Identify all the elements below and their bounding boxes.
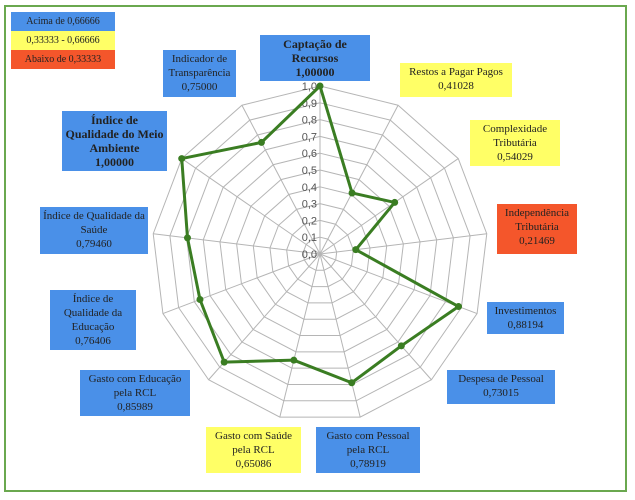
axis-spoke	[319, 158, 459, 255]
legend-item-middle: 0,33333 - 0,66666	[11, 31, 115, 50]
axis-spoke	[319, 105, 399, 255]
data-point	[391, 198, 399, 206]
data-point	[352, 246, 360, 254]
category-value: 0,54029	[497, 151, 533, 163]
category-name: Captação de Recursos	[283, 37, 347, 65]
data-point	[348, 189, 356, 197]
grid-ring	[302, 236, 338, 271]
data-point	[455, 303, 463, 311]
category-name: Despesa de Pessoal	[458, 373, 544, 385]
category-value: 0,41028	[438, 80, 474, 92]
category-value: 0,75000	[181, 81, 218, 93]
grid-ring	[252, 186, 388, 320]
category-label: Índice de Qualidade da Educação 0,76406	[50, 290, 136, 350]
grid-ring	[219, 152, 421, 353]
category-label: Investimentos 0,88194	[487, 302, 564, 334]
category-value: 1,00000	[95, 155, 134, 169]
grid-ring	[202, 135, 438, 369]
axis-spoke	[241, 105, 321, 255]
category-name: Gasto com Pessoal pela RCL	[326, 430, 410, 456]
data-point	[348, 379, 356, 387]
tick-label: 0,3	[302, 199, 317, 211]
axis-spoke	[319, 253, 432, 381]
data-point	[196, 296, 204, 304]
data-point	[178, 155, 186, 163]
category-value: 0,21469	[519, 235, 555, 247]
grid-ring	[269, 203, 371, 304]
tick-label: 1,0	[302, 81, 317, 93]
axis-spoke	[162, 253, 321, 315]
axis-spoke	[319, 233, 487, 255]
category-label: Restos a Pagar Pagos 0,41028	[400, 63, 512, 97]
category-value: 0,65086	[235, 458, 272, 470]
category-name: Investimentos	[494, 305, 557, 317]
category-name: Gasto com Saúde pela RCL	[215, 430, 292, 456]
figure-border	[4, 5, 627, 492]
grid-ring	[236, 169, 404, 337]
data-point	[290, 356, 298, 364]
axis-spoke	[279, 253, 321, 418]
tick-label: 0,4	[302, 182, 317, 194]
tick-label: 0,7	[302, 131, 317, 143]
category-value: 0,79460	[76, 238, 112, 250]
data-point	[316, 82, 324, 90]
tick-label: 0,0	[302, 249, 317, 261]
category-value: 0,73015	[483, 387, 519, 399]
category-name: Índice de Qualidade da Educação	[63, 293, 123, 333]
grid-ring	[169, 102, 471, 402]
category-value: 0,85989	[117, 401, 153, 413]
data-point	[257, 138, 265, 146]
category-name: Índice de Qualidade do Meio Ambiente	[65, 113, 164, 155]
category-label: Gasto com Pessoal pela RCL 0,78919	[316, 427, 420, 473]
category-name: Gasto com Educação pela RCL	[88, 373, 182, 399]
category-label: Despesa de Pessoal 0,73015	[447, 370, 555, 404]
category-name: Indicador de Transparência	[168, 53, 231, 79]
grid-ring	[152, 85, 488, 418]
tick-label: 0,1	[302, 232, 317, 244]
axis-spoke	[153, 233, 321, 255]
category-value: 1,00000	[295, 65, 335, 79]
grid-ring	[286, 219, 354, 288]
data-point	[397, 342, 405, 350]
category-label: Índice de Qualidade da Saúde 0,79460	[40, 207, 148, 254]
legend-item-below: Abaixo de 0,33333	[11, 50, 115, 69]
category-label: Complexidade Tributária 0,54029	[470, 120, 560, 166]
tick-label: 0,8	[302, 115, 317, 127]
tick-label: 0,5	[302, 165, 317, 177]
category-label: Independência Tributária 0,21469	[497, 204, 577, 254]
category-name: Independência Tributária	[504, 207, 570, 233]
tick-label: 0,2	[302, 215, 317, 227]
tick-label: 0,6	[302, 148, 317, 160]
category-name: Complexidade Tributária	[482, 123, 548, 149]
category-label: Gasto com Educação pela RCL 0,85989	[80, 370, 190, 416]
category-value: 0,88194	[507, 319, 544, 331]
grid-ring	[186, 119, 454, 385]
data-point	[220, 358, 228, 366]
series-line	[180, 84, 461, 385]
category-name: Restos a Pagar Pagos	[409, 66, 503, 78]
legend-item-above: Acima de 0,66666	[11, 12, 115, 31]
axis-spoke	[181, 158, 321, 255]
axis-spoke	[319, 253, 361, 418]
category-label: Gasto com Saúde pela RCL 0,65086	[206, 427, 301, 473]
category-name: Índice de Qualidade da Saúde	[43, 210, 145, 236]
category-label: Indicador de Transparência 0,75000	[163, 50, 236, 97]
category-value: 0,78919	[350, 458, 386, 470]
data-point	[183, 234, 191, 242]
axis-spoke	[208, 253, 321, 381]
category-value: 0,76406	[75, 335, 111, 347]
